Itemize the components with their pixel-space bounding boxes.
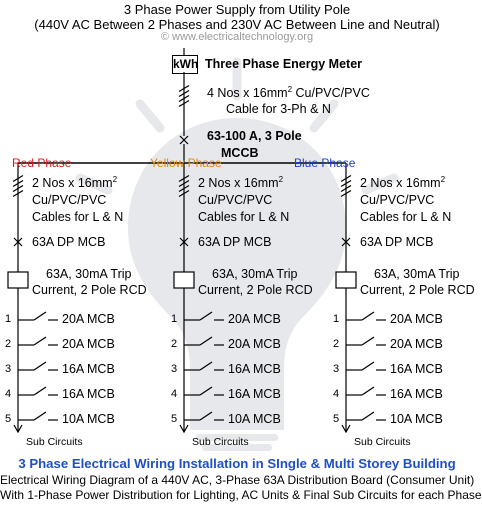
bulb-watermark-icon — [128, 118, 346, 451]
phase-yellow-circuit-1-number: 1 — [171, 313, 178, 325]
phase-yellow-circuit-4-switch-icon — [199, 386, 213, 396]
phase-blue-circuit-1-number: 1 — [333, 313, 340, 325]
footer-line-1: Electrical Wiring Diagram of a 440V AC, … — [0, 473, 475, 487]
phase-yellow-circuit-3-switch-icon — [199, 361, 213, 371]
phase-red-cable-desc: Cables for L & N — [32, 210, 124, 224]
phase-yellow-circuit-3-mcb-label: 16A MCB — [228, 362, 281, 376]
phase-yellow-circuit-2-number: 2 — [171, 338, 178, 350]
phase-blue-rcd-line-1: 63A, 30mA Trip — [374, 267, 460, 281]
header-line-1: 3 Phase Power Supply from Utility Pole — [123, 2, 351, 17]
phase-blue-circuit-5-number: 5 — [333, 413, 340, 425]
phase-yellow-circuit-2-mcb-label: 20A MCB — [228, 337, 281, 351]
phase-blue-circuit-4-mcb-label: 16A MCB — [390, 387, 443, 401]
phase-red-rcd-line-2: Current, 2 Pole RCD — [32, 283, 147, 297]
phase-yellow-circuit-4-mcb-label: 16A MCB — [228, 387, 281, 401]
phase-yellow-cable-type: Cu/PVC/PVC — [198, 193, 273, 207]
watermark-text: © www.electricaltechnology.org — [160, 31, 314, 43]
phase-blue-circuit-4-number: 4 — [333, 388, 340, 400]
phase-red-cable-ticks-icon — [12, 174, 24, 198]
main-cable-ticks-icon — [178, 84, 190, 108]
phase-yellow-circuit-5-switch-icon — [199, 411, 213, 421]
phase-red-circuit-3-switch-icon — [33, 361, 47, 371]
main-cable-desc: Cable for 3-Ph & N — [226, 102, 331, 116]
mccb-symbol-icon — [179, 135, 189, 145]
mccb-label: MCCB — [221, 146, 259, 160]
phase-yellow-circuit-5-mcb-label: 10A MCB — [228, 412, 281, 426]
phase-red-circuit-2-mcb-label: 20A MCB — [62, 337, 115, 351]
phase-red-sub-circuits-label: Sub Circuits — [26, 436, 83, 448]
phase-yellow-circuit-1-switch-icon — [199, 311, 213, 321]
phase-red-circuit-1-number: 1 — [5, 313, 12, 325]
phase-red-circuit-4-number: 4 — [5, 388, 12, 400]
phase-red-cable-spec: 2 Nos x 16mm2 — [32, 175, 118, 191]
phase-yellow-circuit-3-number: 3 — [171, 363, 178, 375]
phase-blue-rcd-box — [335, 271, 357, 289]
phase-blue-circuit-1-switch-icon — [361, 311, 375, 321]
phase-blue-circuit-1-mcb-label: 20A MCB — [390, 312, 443, 326]
phase-yellow-dp-mcb-label: 63A DP MCB — [198, 235, 272, 249]
header-line-2: (440V AC Between 2 Phases and 230V AC Be… — [34, 17, 440, 32]
phase-red-circuit-1-switch-icon — [33, 311, 47, 321]
phase-blue-sub-circuits-label: Sub Circuits — [354, 436, 411, 448]
phase-blue-circuit-2-switch-icon — [361, 336, 375, 346]
phase-red-circuit-5-number: 5 — [5, 413, 12, 425]
phase-red-circuit-5-mcb-label: 10A MCB — [62, 412, 115, 426]
phase-red-circuit-3-number: 3 — [5, 363, 12, 375]
phase-red-circuit-2-switch-icon — [33, 336, 47, 346]
phase-blue-circuit-3-switch-icon — [361, 361, 375, 371]
phase-yellow-rcd-line-1: 63A, 30mA Trip — [212, 267, 298, 281]
phase-red-circuit-3-mcb-label: 16A MCB — [62, 362, 115, 376]
wires-group — [7, 48, 386, 434]
phase-blue-circuit-3-mcb-label: 16A MCB — [390, 362, 443, 376]
phase-yellow-rcd-line-2: Current, 2 Pole RCD — [198, 283, 313, 297]
phase-blue-dp-mcb-label: 63A DP MCB — [360, 235, 434, 249]
kwh-meter-box: kWh — [172, 55, 198, 74]
phase-label-red: Red Phase — [12, 156, 72, 170]
main-cable-spec: 4 Nos x 16mm2 Cu/PVC/PVC — [207, 85, 370, 101]
phase-red-sub-arrow-icon — [13, 424, 23, 434]
phase-label-blue: Blue Phase — [294, 156, 356, 170]
phase-blue-circuit-3-number: 3 — [333, 363, 340, 375]
phase-yellow-cable-desc: Cables for L & N — [198, 210, 290, 224]
phase-yellow-sub-circuits-label: Sub Circuits — [192, 436, 249, 448]
phase-blue-circuit-2-number: 2 — [333, 338, 340, 350]
phase-red-circuit-1-mcb-label: 20A MCB — [62, 312, 115, 326]
phase-red-dp-mcb-label: 63A DP MCB — [32, 235, 106, 249]
phase-blue-circuit-2-mcb-label: 20A MCB — [390, 337, 443, 351]
phase-blue-sub-arrow-icon — [341, 424, 351, 434]
phase-blue-cable-type: Cu/PVC/PVC — [360, 193, 435, 207]
phase-blue-circuit-5-mcb-label: 10A MCB — [390, 412, 443, 426]
phase-blue-cable-spec: 2 Nos x 16mm2 — [360, 175, 446, 191]
phase-red-cable-type: Cu/PVC/PVC — [32, 193, 107, 207]
phase-label-yellow: Yellow Phase — [150, 156, 222, 170]
phase-yellow-circuit-2-switch-icon — [199, 336, 213, 346]
phase-yellow-cable-ticks-icon — [178, 174, 190, 198]
bulb-rays-icon — [75, 57, 399, 195]
phase-yellow-rcd-box — [173, 271, 195, 289]
phase-yellow-sub-arrow-icon — [179, 424, 189, 434]
phase-red-rcd-line-1: 63A, 30mA Trip — [46, 267, 132, 281]
mccb-rating: 63-100 A, 3 Pole — [207, 129, 302, 143]
phase-yellow-circuit-5-number: 5 — [171, 413, 178, 425]
footer-title: 3 Phase Electrical Wiring Installation i… — [18, 456, 456, 471]
phase-yellow-dp-mcb-icon — [179, 237, 189, 247]
phase-red-circuit-4-switch-icon — [33, 386, 47, 396]
phase-blue-dp-mcb-icon — [341, 237, 351, 247]
phase-red-circuit-2-number: 2 — [5, 338, 12, 350]
phase-blue-rcd-line-2: Current, 2 Pole RCD — [360, 283, 475, 297]
phase-yellow-circuit-1-mcb-label: 20A MCB — [228, 312, 281, 326]
footer-line-2: With 1-Phase Power Distribution for Ligh… — [0, 488, 482, 502]
phase-blue-cable-ticks-icon — [340, 174, 352, 198]
phase-red-rcd-box — [7, 271, 29, 289]
phase-blue-circuit-5-switch-icon — [361, 411, 375, 421]
phase-yellow-cable-spec: 2 Nos x 16mm2 — [198, 175, 284, 191]
phase-red-circuit-4-mcb-label: 16A MCB — [62, 387, 115, 401]
phase-red-circuit-5-switch-icon — [33, 411, 47, 421]
phase-blue-cable-desc: Cables for L & N — [360, 210, 452, 224]
phase-red-dp-mcb-icon — [13, 237, 23, 247]
meter-label: Three Phase Energy Meter — [205, 57, 363, 71]
phase-blue-circuit-4-switch-icon — [361, 386, 375, 396]
phase-yellow-circuit-4-number: 4 — [171, 388, 178, 400]
